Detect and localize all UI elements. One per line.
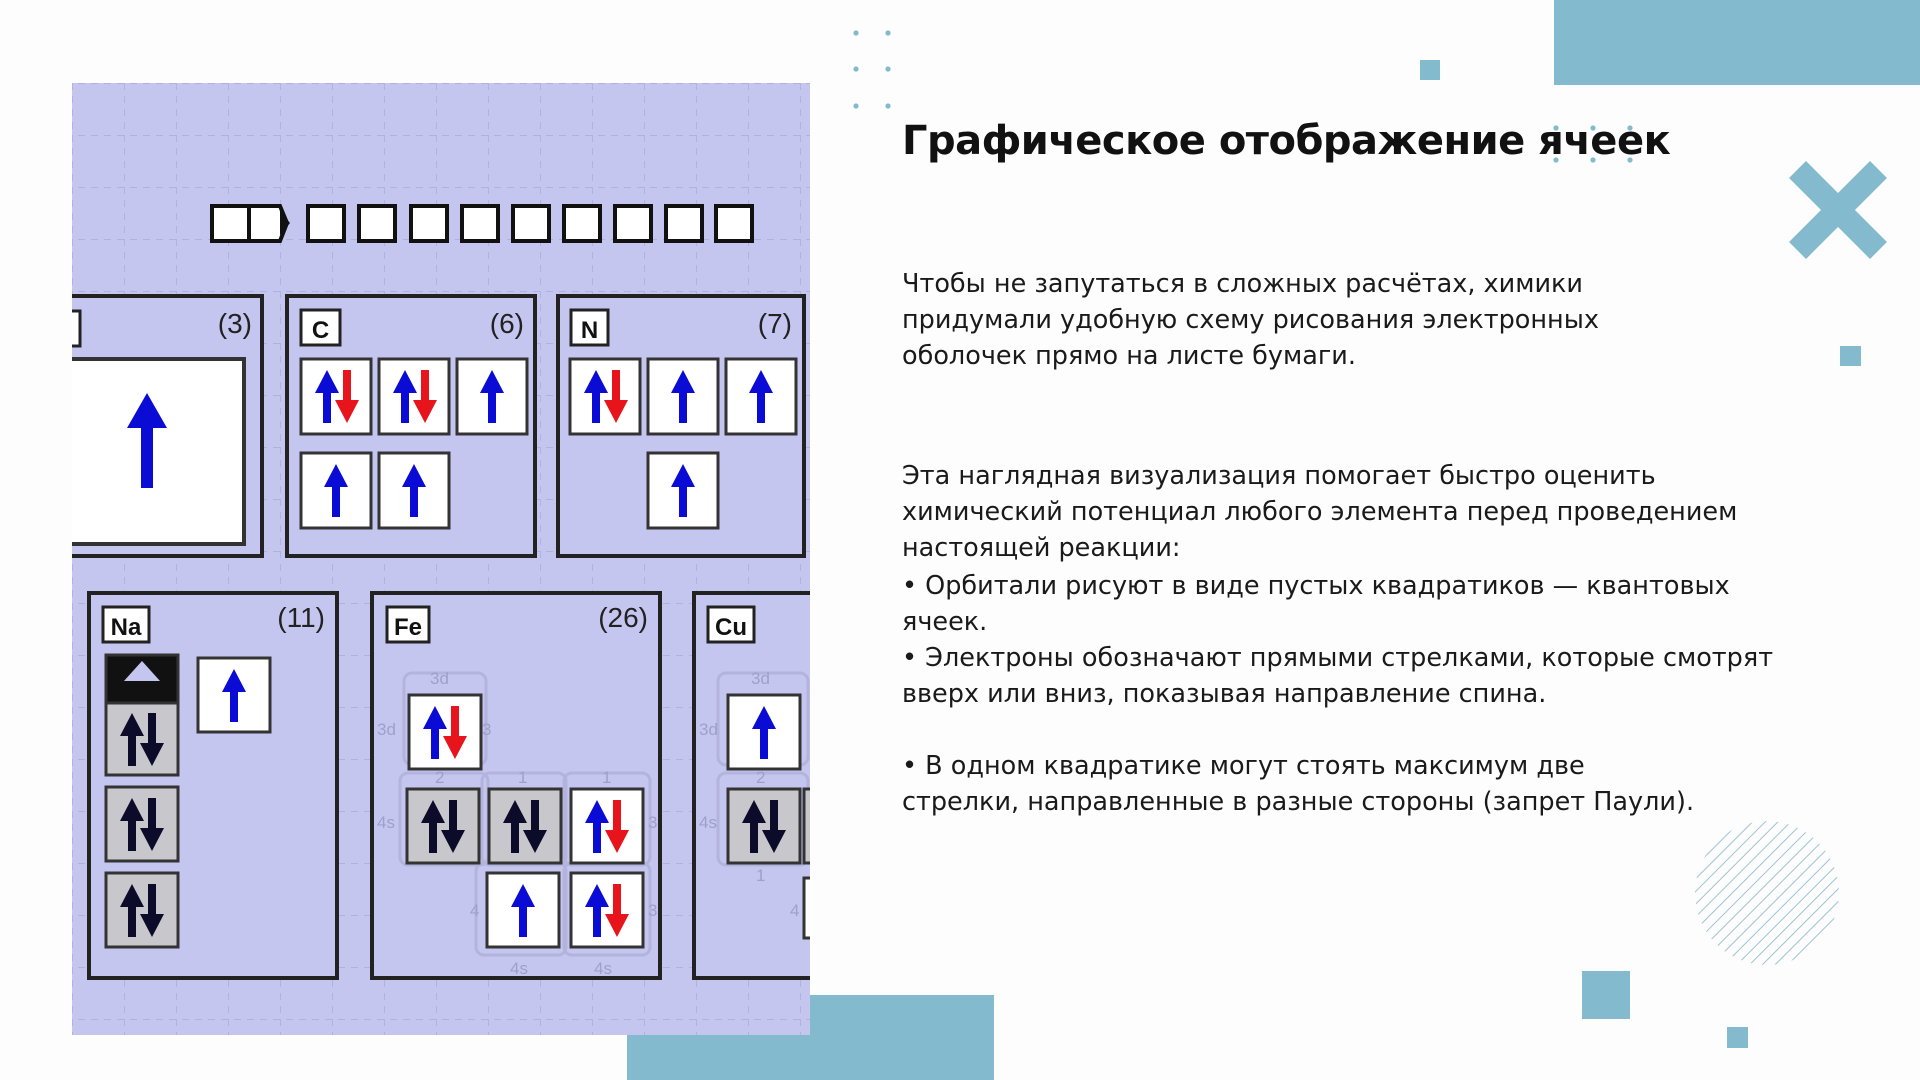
arrow-down-icon: [605, 884, 629, 937]
arrow-up-icon: [503, 800, 527, 853]
element-panel-na: Na (11): [87, 591, 339, 980]
element-number: (6): [490, 308, 524, 339]
accent-square-bottom-large: [1582, 971, 1630, 1019]
element-panel-3: (3): [72, 294, 264, 558]
element-number: (7): [758, 308, 792, 339]
element-number: (11): [277, 602, 325, 633]
element-symbol: N: [581, 317, 598, 344]
arrow-up-icon: [585, 800, 609, 853]
accent-square-right: [1840, 346, 1861, 366]
dot-grid-title: [1553, 125, 1633, 163]
arrow-up-icon: [222, 669, 246, 722]
bullet-1: • Орбитали рисуют в виде пустых квадрати…: [902, 568, 1822, 640]
element-symbol: C: [312, 317, 329, 344]
cell-label: 2: [435, 768, 444, 787]
cell-label: 3: [648, 813, 657, 832]
close-cross-icon: [1789, 161, 1887, 259]
arrow-up-icon: [402, 464, 426, 517]
arrow-up-icon: [752, 706, 776, 759]
arrow-up-icon: [120, 884, 144, 937]
bullet-text: • В одном квадратике могут стоять максим…: [902, 751, 1695, 817]
cell-label: 4s: [377, 813, 395, 832]
arrow-up-icon: [421, 800, 445, 853]
arrow-up-icon: [315, 370, 339, 423]
element-symbol-box: [385, 605, 431, 644]
cell-label: 4: [790, 901, 799, 920]
element-panel-cu: Cu 3d 3d 2 4s 1 4: [692, 591, 810, 980]
element-symbol: Cu: [715, 614, 747, 641]
arrow-down-icon: [335, 370, 359, 423]
arrow-down-icon: [443, 706, 467, 759]
arrow-down-icon: [523, 800, 547, 853]
arrow-down-icon: [140, 884, 164, 937]
arrow-up-icon: [393, 370, 417, 423]
arrow-up-icon: [423, 706, 447, 759]
bullet-text: • Орбитали рисуют в виде пустых квадрати…: [902, 571, 1730, 637]
arrow-up-icon: [585, 884, 609, 937]
arrow-up-icon: [127, 393, 167, 488]
arrow-up-icon: [480, 370, 504, 423]
element-symbol-box: [706, 605, 756, 644]
arrow-down-icon: [441, 800, 465, 853]
arrow-down-icon: [605, 800, 629, 853]
arrow-up-icon: [671, 464, 695, 517]
arrow-down-icon: [140, 713, 164, 766]
accent-bar-top-right: [1554, 0, 1920, 85]
accent-square-bottom-small: [1727, 1027, 1748, 1048]
bullet-text: • Электроны обозначают прямыми стрелками…: [902, 643, 1774, 709]
cell-label: 4s: [510, 959, 528, 978]
cell-label: 3: [648, 901, 657, 920]
arrow-up-icon: [749, 370, 773, 423]
dot-grid-top: [853, 30, 891, 109]
intro-text: Чтобы не запутаться в сложных расчётах, …: [902, 269, 1599, 371]
element-panel-n: N (7): [556, 294, 806, 558]
hatched-circle-decoration: [1695, 821, 1839, 965]
arrow-down-icon: [604, 370, 628, 423]
slide-title: Графическое отображение ячеек: [902, 118, 1671, 164]
lead-text: Эта наглядная визуализация помогает быст…: [902, 461, 1738, 563]
element-symbol-box: [299, 308, 342, 347]
arrow-down-icon: [140, 798, 164, 851]
bullet-3: • В одном квадратике могут стоять максим…: [902, 748, 1822, 820]
intro-paragraph: Чтобы не запутаться в сложных расчётах, …: [902, 266, 1822, 374]
element-number: (26): [598, 602, 648, 633]
cell-label: 3d: [430, 669, 449, 688]
cell-label: 4s: [594, 959, 612, 978]
cell-label: 3d: [699, 720, 718, 739]
orbital-diagram-svg: (3) C (6) N (7): [72, 83, 810, 1035]
arrow-up-icon: [584, 370, 608, 423]
cell-label: 4s: [699, 813, 717, 832]
bullet-2: • Электроны обозначают прямыми стрелками…: [902, 640, 1822, 712]
cell-label: 4: [470, 901, 479, 920]
element-symbol: Fe: [394, 614, 422, 641]
element-symbol-box: [72, 309, 82, 348]
arrow-up-icon: [742, 800, 766, 853]
legend-cells-row: [210, 204, 754, 243]
element-panel-fe: Fe (26) 3d 3d 3 2 1 1 4s 3 4 3 4s 4s: [370, 591, 662, 980]
cell-label: 3: [482, 720, 491, 739]
arrow-down-icon: [762, 800, 786, 853]
orbital-diagram-illustration: (3) C (6) N (7): [72, 83, 810, 1035]
cell-label: 2: [756, 768, 765, 787]
lead-paragraph: Эта наглядная визуализация помогает быст…: [902, 458, 1822, 566]
element-symbol: Na: [111, 614, 142, 641]
element-symbol-box: [101, 605, 151, 644]
element-symbol-box: [569, 308, 610, 347]
accent-square-top: [1420, 60, 1440, 80]
arrow-up-icon: [671, 370, 695, 423]
cell-label: 1: [756, 866, 765, 885]
cell-label: 3d: [751, 669, 770, 688]
cell-label: 1: [518, 768, 527, 787]
arrow-up-icon: [120, 713, 144, 766]
element-number: (3): [218, 308, 252, 339]
cell-label: 1: [602, 768, 611, 787]
cell-label: 3d: [377, 720, 396, 739]
element-panel-c: C (6): [285, 294, 537, 558]
arrow-up-icon: [324, 464, 348, 517]
arrow-up-icon: [120, 798, 144, 851]
arrow-up-icon: [511, 884, 535, 937]
arrow-down-icon: [413, 370, 437, 423]
